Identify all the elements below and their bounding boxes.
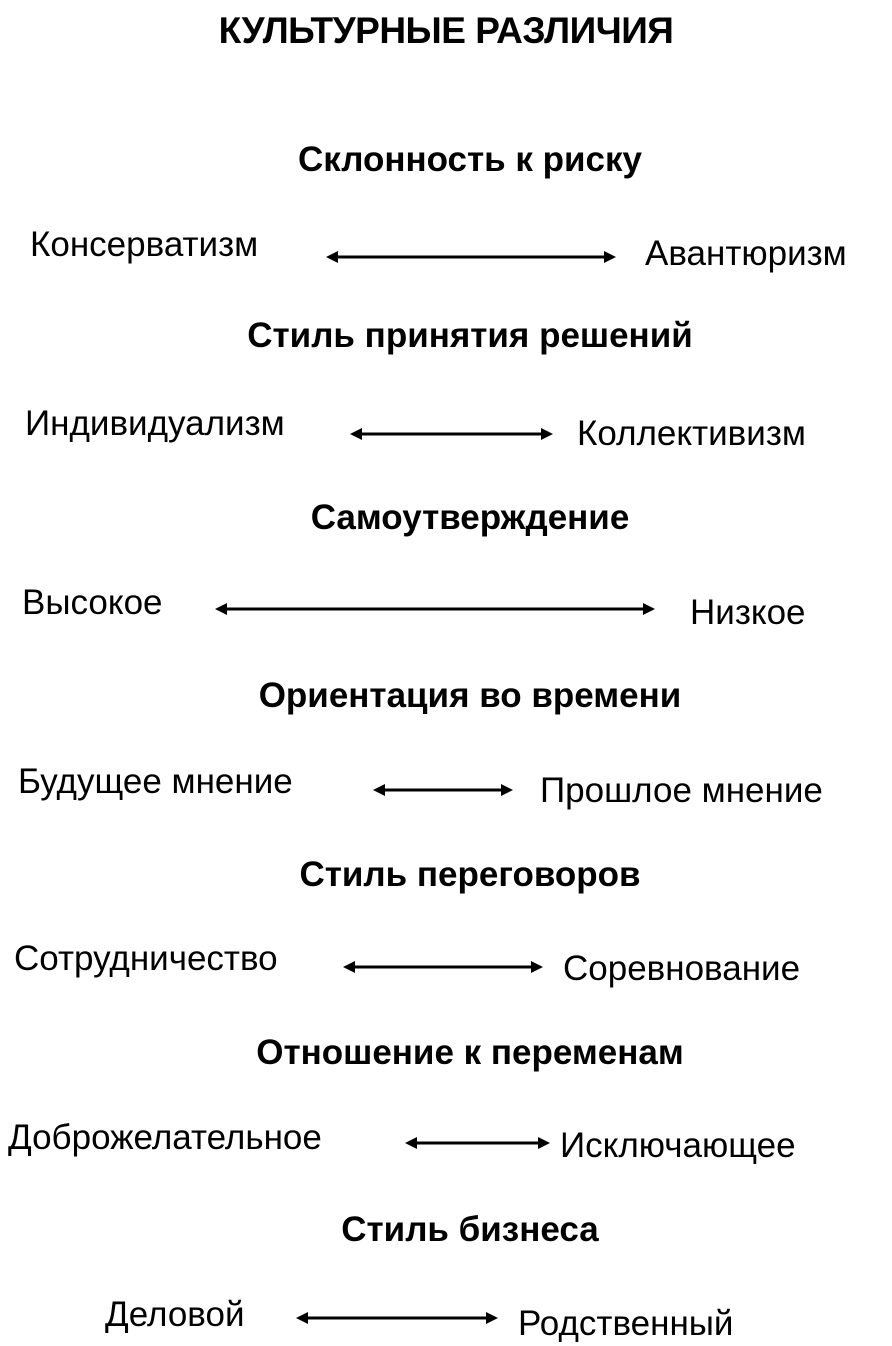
dimension-heading-negotiation: Стиль переговоров	[299, 855, 641, 894]
double-arrow-icon	[405, 1133, 550, 1153]
double-arrow-icon	[326, 247, 616, 267]
dimension-right-pole: Исключающее	[560, 1126, 796, 1165]
dimension-heading-business: Стиль бизнеса	[341, 1210, 599, 1249]
dimension-left-pole: Будущее мнение	[18, 762, 293, 801]
dimension-right-pole: Соревнование	[563, 949, 801, 988]
diagram-title: КУЛЬТУРНЫЕ РАЗЛИЧИЯ	[218, 10, 674, 51]
dimension-right-pole: Низкое	[690, 593, 806, 632]
dimension-heading-risk: Склонность к риску	[297, 140, 642, 179]
dimension-heading-change: Отношение к переменам	[256, 1033, 684, 1072]
dimension-left-pole: Консерватизм	[30, 225, 259, 264]
double-arrow-icon	[373, 780, 513, 800]
dimension-heading-assertiveness: Самоутверждение	[310, 498, 630, 537]
dimension-heading-decision: Стиль принятия решений	[247, 316, 693, 355]
dimension-left-pole: Индивидуализм	[25, 404, 285, 443]
dimension-left-pole: Высокое	[22, 583, 163, 622]
dimension-right-pole: Коллективизм	[577, 414, 806, 453]
dimension-left-pole: Сотрудничество	[14, 939, 278, 978]
double-arrow-icon	[350, 424, 553, 444]
dimension-right-pole: Авантюризм	[645, 234, 847, 273]
dimension-left-pole: Доброжелательное	[8, 1118, 322, 1157]
double-arrow-icon	[215, 599, 655, 619]
double-arrow-icon	[343, 957, 543, 977]
dimension-left-pole: Деловой	[105, 1295, 245, 1334]
dimension-right-pole: Прошлое мнение	[540, 771, 823, 810]
dimension-heading-time: Ориентация во времени	[258, 676, 682, 715]
double-arrow-icon	[296, 1308, 498, 1328]
dimension-right-pole: Родственный	[518, 1304, 734, 1343]
